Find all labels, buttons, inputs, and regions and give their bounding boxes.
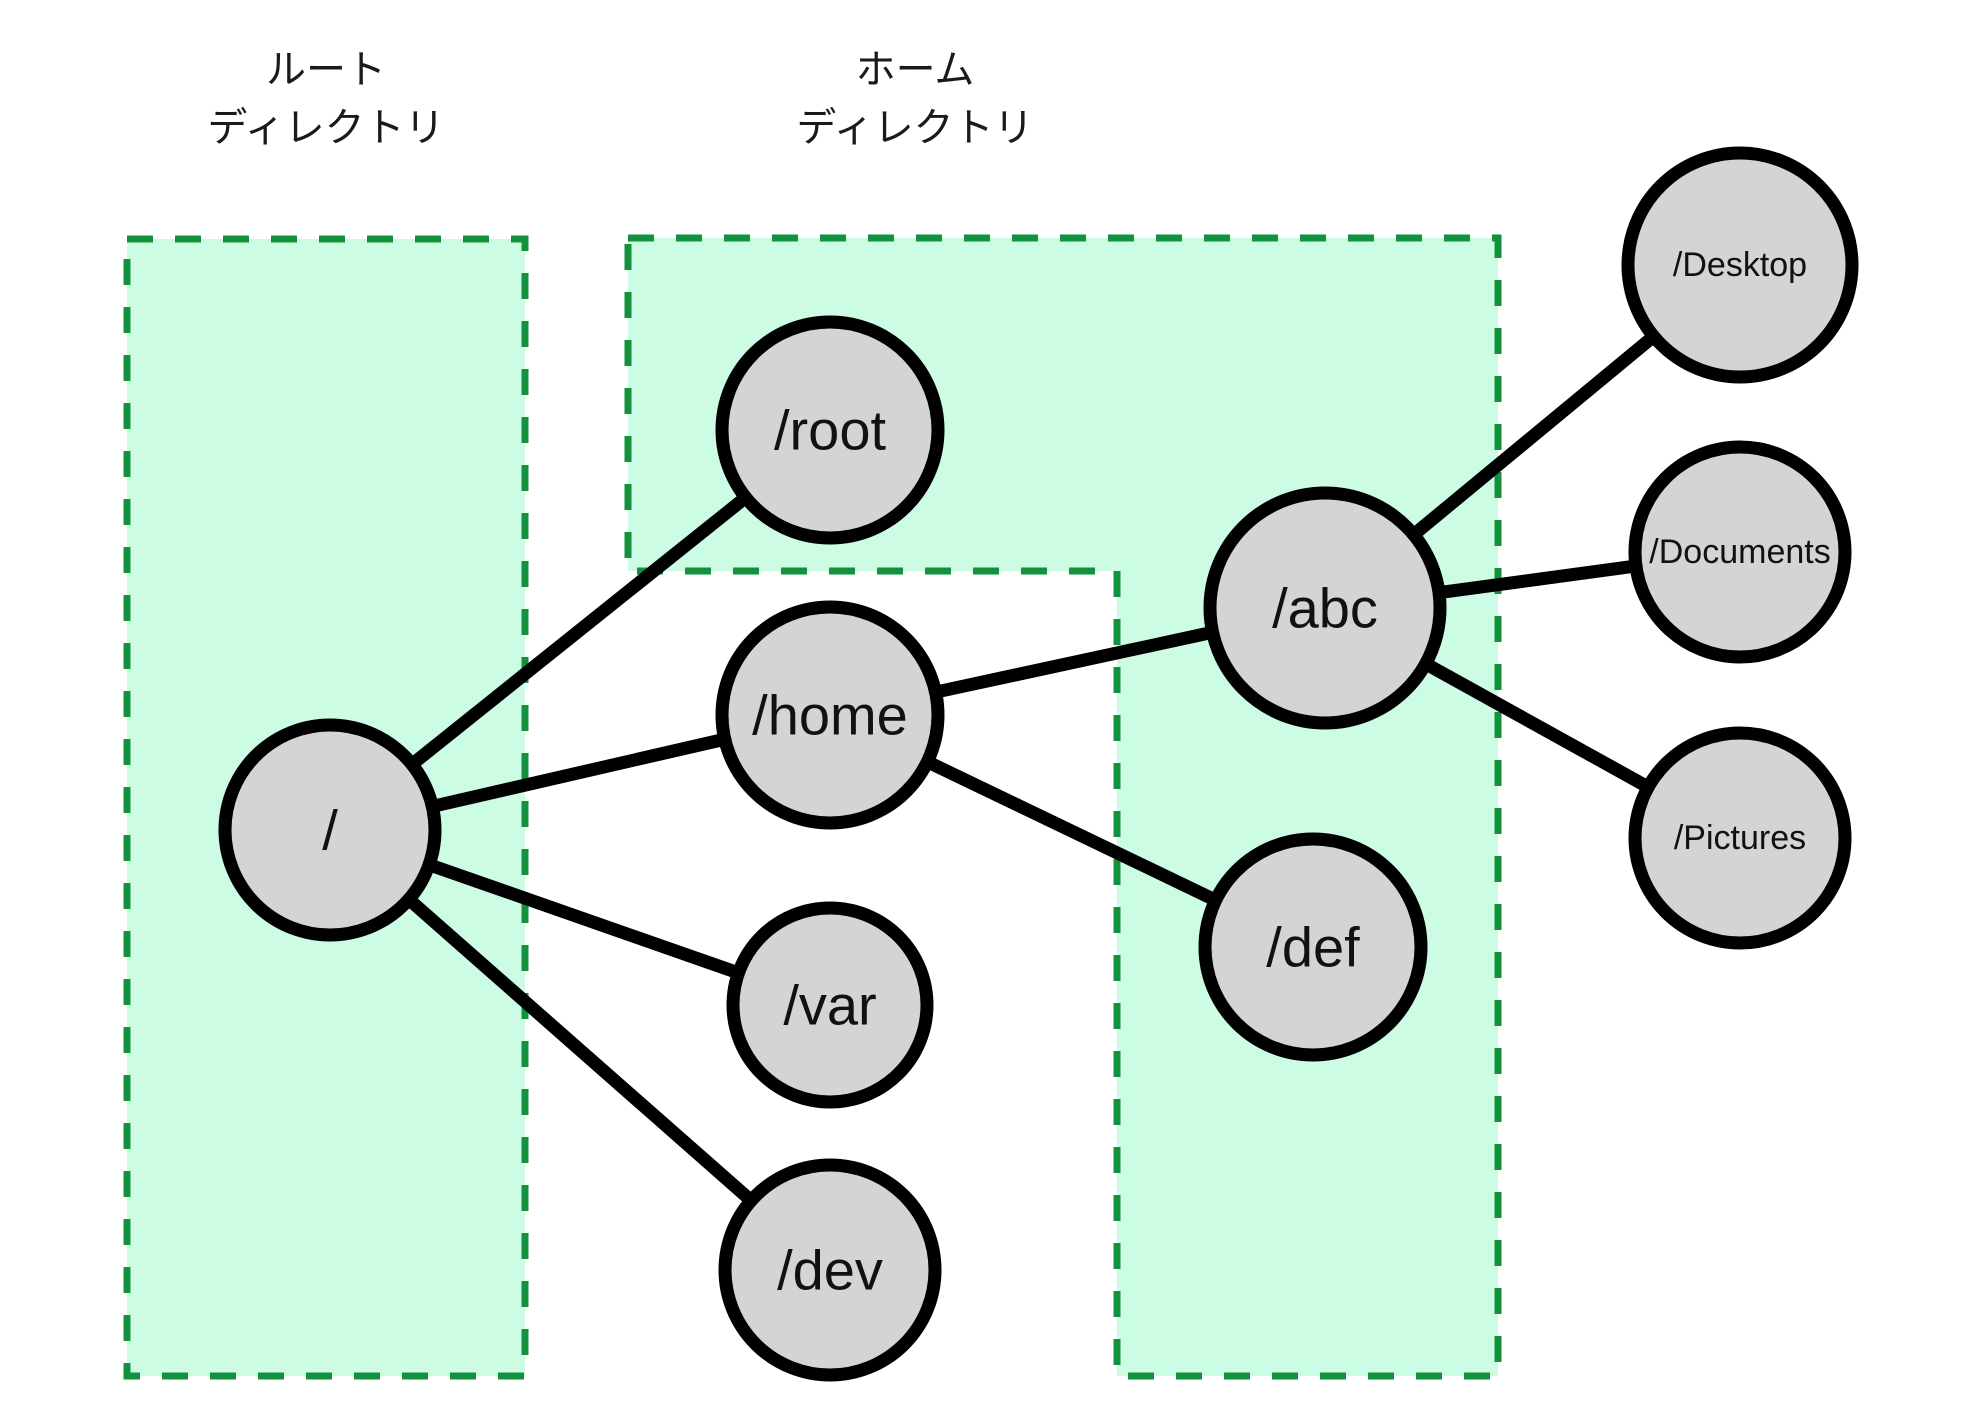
region-home-directory-outline <box>624 234 1502 1380</box>
node-def-circle[interactable] <box>1198 832 1428 1062</box>
node-desktop[interactable]: /Desktop <box>1621 146 1859 384</box>
edge-root-to-home <box>419 731 738 815</box>
node-desktop-label: /Desktop <box>1673 246 1807 284</box>
caption-home-directory-line2: ディレクトリ <box>796 106 1033 150</box>
node-def-label: /def <box>1266 916 1360 979</box>
node-desktop-circle[interactable] <box>1621 146 1859 384</box>
caption-home-directory-line1: ホーム <box>856 48 975 92</box>
caption-root-directory-line2: ディレクトリ <box>207 106 444 150</box>
node-pictures-circle[interactable] <box>1628 726 1852 950</box>
edge-abc-to-desktop <box>1402 326 1665 546</box>
node-var[interactable]: /var <box>726 901 934 1109</box>
node-home[interactable]: /home <box>715 600 945 830</box>
edge-abc-to-pictures <box>1413 654 1660 797</box>
edge-root-to-dev <box>397 888 763 1212</box>
node-dev-circle[interactable] <box>718 1158 942 1382</box>
node-slash-root-label: /root <box>774 399 886 462</box>
node-pictures-label: /Pictures <box>1674 819 1806 857</box>
node-def[interactable]: /def <box>1198 832 1428 1062</box>
node-root[interactable]: / <box>218 718 442 942</box>
node-slash-root[interactable]: /root <box>715 315 945 545</box>
node-var-circle[interactable] <box>726 901 934 1109</box>
node-root-label: / <box>322 799 338 862</box>
edge-home-to-abc <box>923 624 1225 700</box>
node-home-circle[interactable] <box>715 600 945 830</box>
node-dev[interactable]: /dev <box>718 1158 942 1382</box>
node-root-circle[interactable] <box>218 718 442 942</box>
node-abc-label: /abc <box>1272 577 1378 640</box>
node-documents-label: /Documents <box>1649 533 1830 571</box>
edge-root-to-var <box>416 856 751 982</box>
edge-home-to-def <box>915 752 1228 910</box>
caption-root-directory-line1: ルート <box>266 48 386 92</box>
region-root-directory-outline <box>123 235 529 1380</box>
node-abc[interactable]: /abc <box>1203 486 1447 730</box>
node-slash-root-circle[interactable] <box>715 315 945 545</box>
node-home-label: /home <box>752 684 908 747</box>
node-dev-label: /dev <box>777 1239 883 1302</box>
node-documents-circle[interactable] <box>1628 440 1852 664</box>
node-layer: / /root/home/var/dev/abc/def/Desktop/Docu… <box>218 146 1859 1382</box>
node-pictures[interactable]: /Pictures <box>1628 726 1852 950</box>
node-var-label: /var <box>783 974 876 1037</box>
edge-root-to-slashroot <box>400 487 757 775</box>
node-documents[interactable]: /Documents <box>1628 440 1852 664</box>
edge-abc-to-documents <box>1426 558 1649 600</box>
edge-layer <box>397 326 1665 1212</box>
node-abc-circle[interactable] <box>1203 486 1447 730</box>
